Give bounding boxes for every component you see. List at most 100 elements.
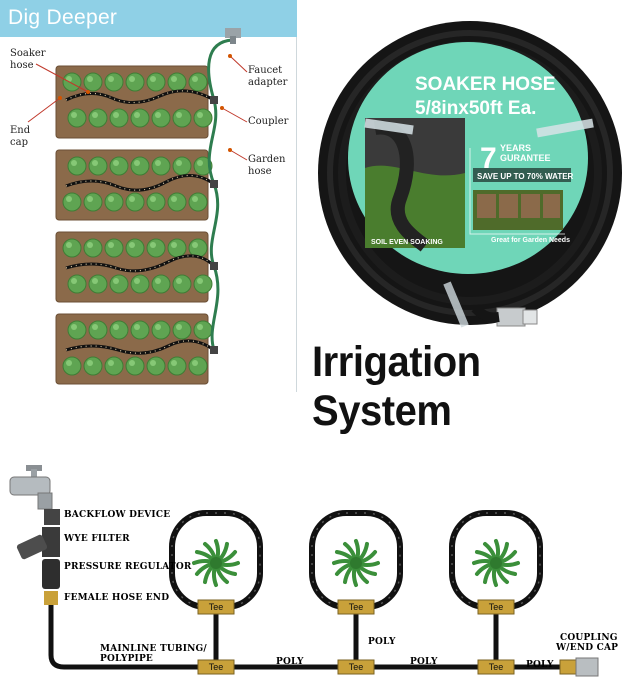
mainline-tubing xyxy=(48,605,560,670)
plant-icon xyxy=(130,108,150,128)
plant-icon xyxy=(109,108,129,128)
female-hose-end-icon xyxy=(44,591,58,605)
soaker-hose-line xyxy=(65,89,215,104)
plant-highlight xyxy=(171,76,177,82)
plant-highlight xyxy=(129,76,135,82)
faucet-icon xyxy=(225,28,241,38)
plant-highlight xyxy=(66,242,72,248)
plant-highlight xyxy=(108,76,114,82)
plant-highlight xyxy=(150,360,156,366)
label-coupling: COUPLING xyxy=(560,633,618,643)
tee-fitting xyxy=(197,599,235,615)
guarantee-text: GURANTEE xyxy=(500,153,551,163)
soaker-hose-line xyxy=(65,174,215,192)
plant-icon xyxy=(151,274,171,294)
plant-highlight xyxy=(197,112,203,118)
plant-highlight xyxy=(71,324,77,330)
garden-beds-illustration xyxy=(27,28,248,385)
plant-highlight xyxy=(171,196,177,202)
tee-fitting xyxy=(477,659,515,675)
dig-deeper-title: Dig Deeper xyxy=(8,6,118,29)
plant-icon xyxy=(167,238,187,258)
tee-label: Tee xyxy=(349,662,364,672)
plant-icon xyxy=(104,238,124,258)
soaker-hose-product-image: 7 YEARS GURANTEE SAVE UP TO 70% WATER Gr… xyxy=(318,21,622,328)
plant-highlight xyxy=(129,242,135,248)
plant-highlight xyxy=(197,160,203,166)
plant-highlight xyxy=(108,242,114,248)
plant-icon xyxy=(67,274,87,294)
label-backflow-device: BACKFLOW DEVICE xyxy=(64,510,170,520)
years-number: 7 xyxy=(480,142,497,175)
plant-highlight xyxy=(192,360,198,366)
plant-highlight xyxy=(134,324,140,330)
plant-highlight xyxy=(66,360,72,366)
plant-highlight xyxy=(92,160,98,166)
plant-icon xyxy=(188,192,208,212)
tee-label: Tee xyxy=(489,602,504,612)
plant-highlight xyxy=(150,242,156,248)
tee-fitting xyxy=(197,659,235,675)
label-polypipe: POLYPIPE xyxy=(100,654,153,664)
tee-fitting xyxy=(337,659,375,675)
label-female-hose-end: FEMALE HOSE END xyxy=(64,593,169,603)
label-mainline-tubing: MAINLINE TUBING/ xyxy=(100,644,207,654)
plant-highlight xyxy=(171,242,177,248)
plant-icon xyxy=(88,320,108,340)
plant-icon xyxy=(146,192,166,212)
plant-highlight xyxy=(155,324,161,330)
coupler-icon xyxy=(210,262,218,270)
plant-highlight xyxy=(155,112,161,118)
plant-icon xyxy=(88,108,108,128)
plant-highlight xyxy=(192,76,198,82)
plant-icon xyxy=(146,238,166,258)
label-end-cap: W/END CAP xyxy=(555,643,618,653)
plant-icon xyxy=(88,274,108,294)
plant-highlight xyxy=(92,278,98,284)
dig-deeper-header xyxy=(0,0,297,37)
label-faucet-adapter: Faucet adapter xyxy=(248,65,288,88)
plant-highlight xyxy=(113,324,119,330)
plant-highlight xyxy=(155,278,161,284)
tee-label: Tee xyxy=(209,662,224,672)
plant-icon xyxy=(125,238,145,258)
coupler-icon xyxy=(210,180,218,188)
plant-highlight xyxy=(113,112,119,118)
pressure-regulator-icon xyxy=(42,559,60,589)
plant-icon xyxy=(67,320,87,340)
plant-highlight xyxy=(108,196,114,202)
plant-icon xyxy=(109,274,129,294)
plant-icon xyxy=(172,156,192,176)
plant-icon xyxy=(83,192,103,212)
plant-highlight xyxy=(92,324,98,330)
plant-icon xyxy=(104,72,124,92)
label-wye-filter: WYE FILTER xyxy=(63,534,130,544)
plant-icon xyxy=(83,238,103,258)
plant-icon xyxy=(172,274,192,294)
plant-icon xyxy=(130,156,150,176)
plant-highlight xyxy=(92,112,98,118)
plant-icon xyxy=(125,356,145,376)
plant-icon xyxy=(193,274,213,294)
plant-icon xyxy=(67,156,87,176)
plant-icon xyxy=(188,356,208,376)
plant-highlight xyxy=(87,196,93,202)
garden-hose xyxy=(207,38,233,351)
plant-icon xyxy=(83,72,103,92)
label-garden-hose: Garden hose xyxy=(248,154,286,177)
plant-icon xyxy=(151,320,171,340)
plant-highlight xyxy=(197,324,203,330)
plant-icon xyxy=(167,192,187,212)
plant-highlight xyxy=(192,196,198,202)
label-end-cap: End cap xyxy=(10,125,31,148)
plant-highlight xyxy=(71,160,77,166)
plant-highlight xyxy=(66,196,72,202)
plant-icon xyxy=(83,356,103,376)
plant-icon xyxy=(146,356,166,376)
irrigation-system-diagram: Tee Tee Tee Tee Tee Tee BACKFLOW DEVICE … xyxy=(9,465,618,677)
plant-icon xyxy=(172,320,192,340)
label-poly: POLY xyxy=(410,657,438,667)
tee-label: Tee xyxy=(349,602,364,612)
plant-icon xyxy=(130,274,150,294)
plant-icon xyxy=(332,539,380,587)
